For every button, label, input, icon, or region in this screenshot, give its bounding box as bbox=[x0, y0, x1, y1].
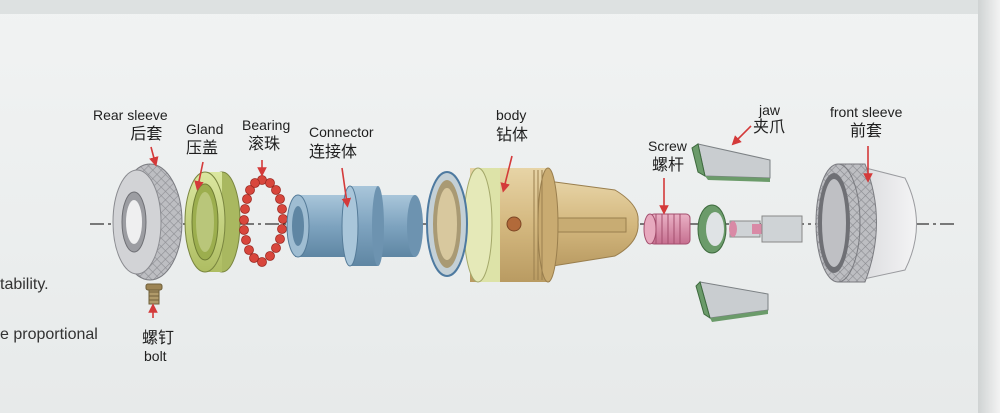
lower-jaw-part bbox=[695, 281, 769, 322]
label-front-sleeve-en: front sleeve bbox=[830, 104, 903, 120]
label-rear-sleeve: Rear sleeve 后套 bbox=[93, 108, 168, 142]
label-rear-sleeve-zh: 后套 bbox=[130, 123, 163, 143]
label-connector-zh: 连接体 bbox=[309, 141, 358, 161]
label-screw-zh: 螺杆 bbox=[652, 154, 685, 174]
upper-jaw-part bbox=[691, 143, 771, 182]
label-connector: Connector 连接体 bbox=[309, 125, 374, 160]
label-bearing-en: Bearing bbox=[242, 117, 291, 133]
label-bolt-en: bolt bbox=[144, 347, 167, 364]
jaw-center-part bbox=[697, 204, 803, 254]
label-front-sleeve-zh: 前套 bbox=[850, 120, 883, 140]
label-jaw-zh: 夹爪 bbox=[753, 116, 786, 136]
bolt-part bbox=[145, 283, 163, 305]
body-part bbox=[426, 167, 639, 283]
label-jaw: jaw 夹爪 bbox=[753, 103, 785, 135]
side-text-line1: tability. bbox=[0, 276, 49, 293]
front-sleeve-part bbox=[815, 163, 917, 283]
label-bolt-zh: 螺钉 bbox=[142, 328, 175, 347]
label-jaw-en: jaw bbox=[759, 102, 781, 118]
connector-part bbox=[286, 185, 423, 267]
label-rear-sleeve-en: Rear sleeve bbox=[93, 107, 168, 123]
label-body-en: body bbox=[496, 107, 527, 123]
label-screw-en: Screw bbox=[648, 138, 687, 154]
label-front-sleeve: front sleeve 前套 bbox=[830, 105, 902, 139]
side-text-line2: e proportional bbox=[0, 326, 98, 343]
page-top-band bbox=[0, 0, 1000, 14]
screw-part bbox=[643, 213, 691, 245]
label-gland-en: Gland bbox=[186, 121, 224, 137]
label-screw: Screw 螺杆 bbox=[648, 139, 687, 173]
label-body-zh: 钻体 bbox=[496, 124, 529, 144]
label-body: body 钻体 bbox=[496, 108, 528, 143]
label-connector-en: Connector bbox=[309, 124, 374, 140]
gland-part bbox=[184, 171, 241, 273]
rear-sleeve-part bbox=[112, 163, 183, 281]
label-gland-zh: 压盖 bbox=[186, 137, 219, 157]
label-gland: Gland 压盖 bbox=[186, 122, 223, 156]
page-edge bbox=[978, 0, 1000, 413]
label-bearing: Bearing 滚珠 bbox=[242, 118, 290, 152]
label-arrows bbox=[148, 125, 873, 318]
bearing-part bbox=[239, 175, 288, 267]
label-bolt: 螺钉 bolt bbox=[142, 328, 175, 364]
label-bearing-zh: 滚珠 bbox=[248, 133, 281, 153]
